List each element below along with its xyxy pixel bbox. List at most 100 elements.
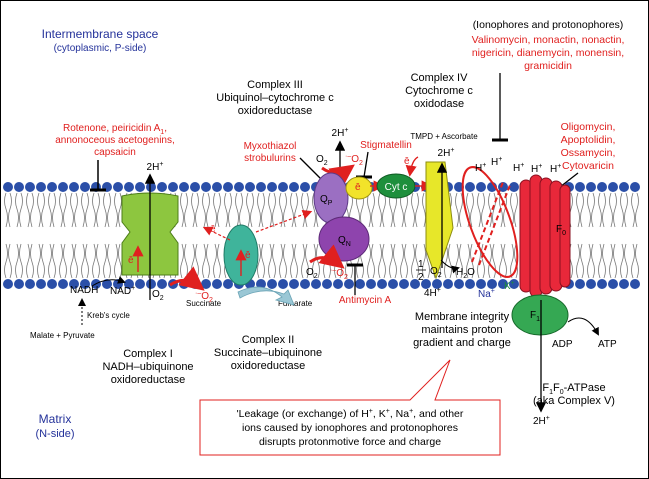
lipid-head xyxy=(212,182,222,192)
lipid-head xyxy=(69,279,79,289)
lipid-head xyxy=(157,182,167,192)
complex2-label-2: Succinate–ubiquinone xyxy=(214,347,322,359)
ims-title: Intermembrane space xyxy=(42,27,159,41)
succinate-fumarate-arrow xyxy=(237,286,295,306)
lipid-head xyxy=(333,279,343,289)
lipid-tail xyxy=(367,243,375,279)
lipid-tail xyxy=(609,243,617,279)
myxothiazol-line xyxy=(299,157,325,183)
lipid-head xyxy=(377,279,387,289)
lipid-tail xyxy=(279,192,287,228)
lipid-head xyxy=(498,279,508,289)
atpase-h-1: H+ xyxy=(531,163,542,175)
lipid-tail xyxy=(378,192,386,228)
lipid-head xyxy=(223,182,233,192)
lipid-tail xyxy=(26,243,34,279)
lipid-head xyxy=(135,279,145,289)
lipid-head xyxy=(256,182,266,192)
complex1-superoxide: ·–O2 xyxy=(195,290,213,304)
lipid-tail xyxy=(631,243,639,279)
lipid-head xyxy=(25,182,35,192)
lipid-head xyxy=(3,279,13,289)
lipid-tail xyxy=(92,192,100,228)
lipid-tail xyxy=(48,243,56,279)
complex2-electron: ē xyxy=(245,250,251,261)
atpase-label-2: (aka Complex V) xyxy=(533,395,615,407)
lipid-head xyxy=(267,182,277,192)
ionophore-flux-line-1 xyxy=(471,181,504,263)
qn-label: QN xyxy=(338,235,351,248)
membrane-note-1: Membrane integrity xyxy=(415,311,510,323)
atpase-h-2: H+ xyxy=(550,163,561,175)
lipid-head xyxy=(278,279,288,289)
complex3-inhibitor-1: Myxothiazol xyxy=(244,141,297,152)
complex2-to-complex3-arrow xyxy=(255,209,313,233)
lipid-head xyxy=(454,182,464,192)
ionophores-line-1: Valinomycin, monactin, nonactin, xyxy=(472,34,625,46)
lipid-head xyxy=(575,182,585,192)
complex1-o2: O2 xyxy=(152,289,164,302)
complex4-label-3: oxidodase xyxy=(414,98,464,110)
lipid-tail xyxy=(510,192,518,228)
lipid-head xyxy=(113,182,123,192)
lipid-head xyxy=(179,182,189,192)
complex3-inhibitor-2: strobulurins xyxy=(244,153,296,164)
lipid-head xyxy=(322,279,332,289)
lipid-head xyxy=(575,279,585,289)
complex1-superoxide-arrow xyxy=(169,266,205,291)
lipid-head xyxy=(146,182,156,192)
lipid-head xyxy=(69,182,79,192)
complex-4-shape xyxy=(425,161,454,280)
lipid-head xyxy=(421,279,431,289)
lipid-head xyxy=(355,279,365,289)
complex4-label-1: Complex IV xyxy=(411,72,469,84)
lipid-tail xyxy=(70,192,78,228)
lipid-head xyxy=(289,279,299,289)
complex4-half-den: 2 xyxy=(418,272,424,283)
complex4-label-2: Cytochrome c xyxy=(405,85,473,97)
tmpd-electron-arrow xyxy=(405,156,419,177)
atpase-f1 xyxy=(511,294,569,336)
matrix-subtitle: (N-side) xyxy=(35,428,74,440)
o2-to-water-arrow xyxy=(440,259,460,274)
atp-label: ATP xyxy=(598,339,617,350)
complex3-superoxide-top-arrow xyxy=(321,164,355,189)
ion-na: Na+ xyxy=(478,288,495,300)
lipid-tail xyxy=(81,192,89,228)
callout-line-2: ions caused by ionophores and protonopho… xyxy=(242,422,458,434)
ims-subtitle: (cytoplasmic, P-side) xyxy=(54,43,147,54)
lipid-head xyxy=(25,279,35,289)
lipid-tail xyxy=(290,243,298,279)
lipid-tail xyxy=(455,192,463,228)
lipid-head xyxy=(608,182,618,192)
lipid-head xyxy=(58,182,68,192)
complex1-inhibitor-line-1: Rotenone, peiricidin A1, xyxy=(63,123,167,136)
lipid-tail xyxy=(191,192,199,228)
lipid-head xyxy=(135,182,145,192)
adp-to-atp-arrow xyxy=(567,317,599,336)
lipid-head xyxy=(201,279,211,289)
lipid-head xyxy=(245,182,255,192)
lipid-head xyxy=(14,279,24,289)
lipid-head xyxy=(432,279,442,289)
lipid-head xyxy=(586,182,596,192)
lipid-head xyxy=(14,182,24,192)
lipid-head xyxy=(212,279,222,289)
lipid-head xyxy=(223,279,233,289)
lipid-tail xyxy=(103,243,111,279)
lipid-head xyxy=(366,279,376,289)
lipid-tail xyxy=(59,243,67,279)
lipid-head xyxy=(509,279,519,289)
lipid-head xyxy=(201,182,211,192)
complex3-superoxide-bottom: ·–O2 xyxy=(330,267,348,281)
atpase-inhibitor-4: Cytovaricin xyxy=(562,160,614,172)
complex3-o2-bottom: O2 xyxy=(306,267,318,280)
complex4-half: 1 xyxy=(418,259,424,270)
lipid-head xyxy=(597,279,607,289)
stigmatellin-label: Stigmatellin xyxy=(360,140,412,151)
ionophore-pore xyxy=(461,166,519,278)
lipid-head xyxy=(311,279,321,289)
membrane-note-3: gradient and charge xyxy=(413,337,511,349)
lipid-tail xyxy=(301,243,309,279)
tmpd-label: TMPD + Ascorbate xyxy=(410,132,478,141)
